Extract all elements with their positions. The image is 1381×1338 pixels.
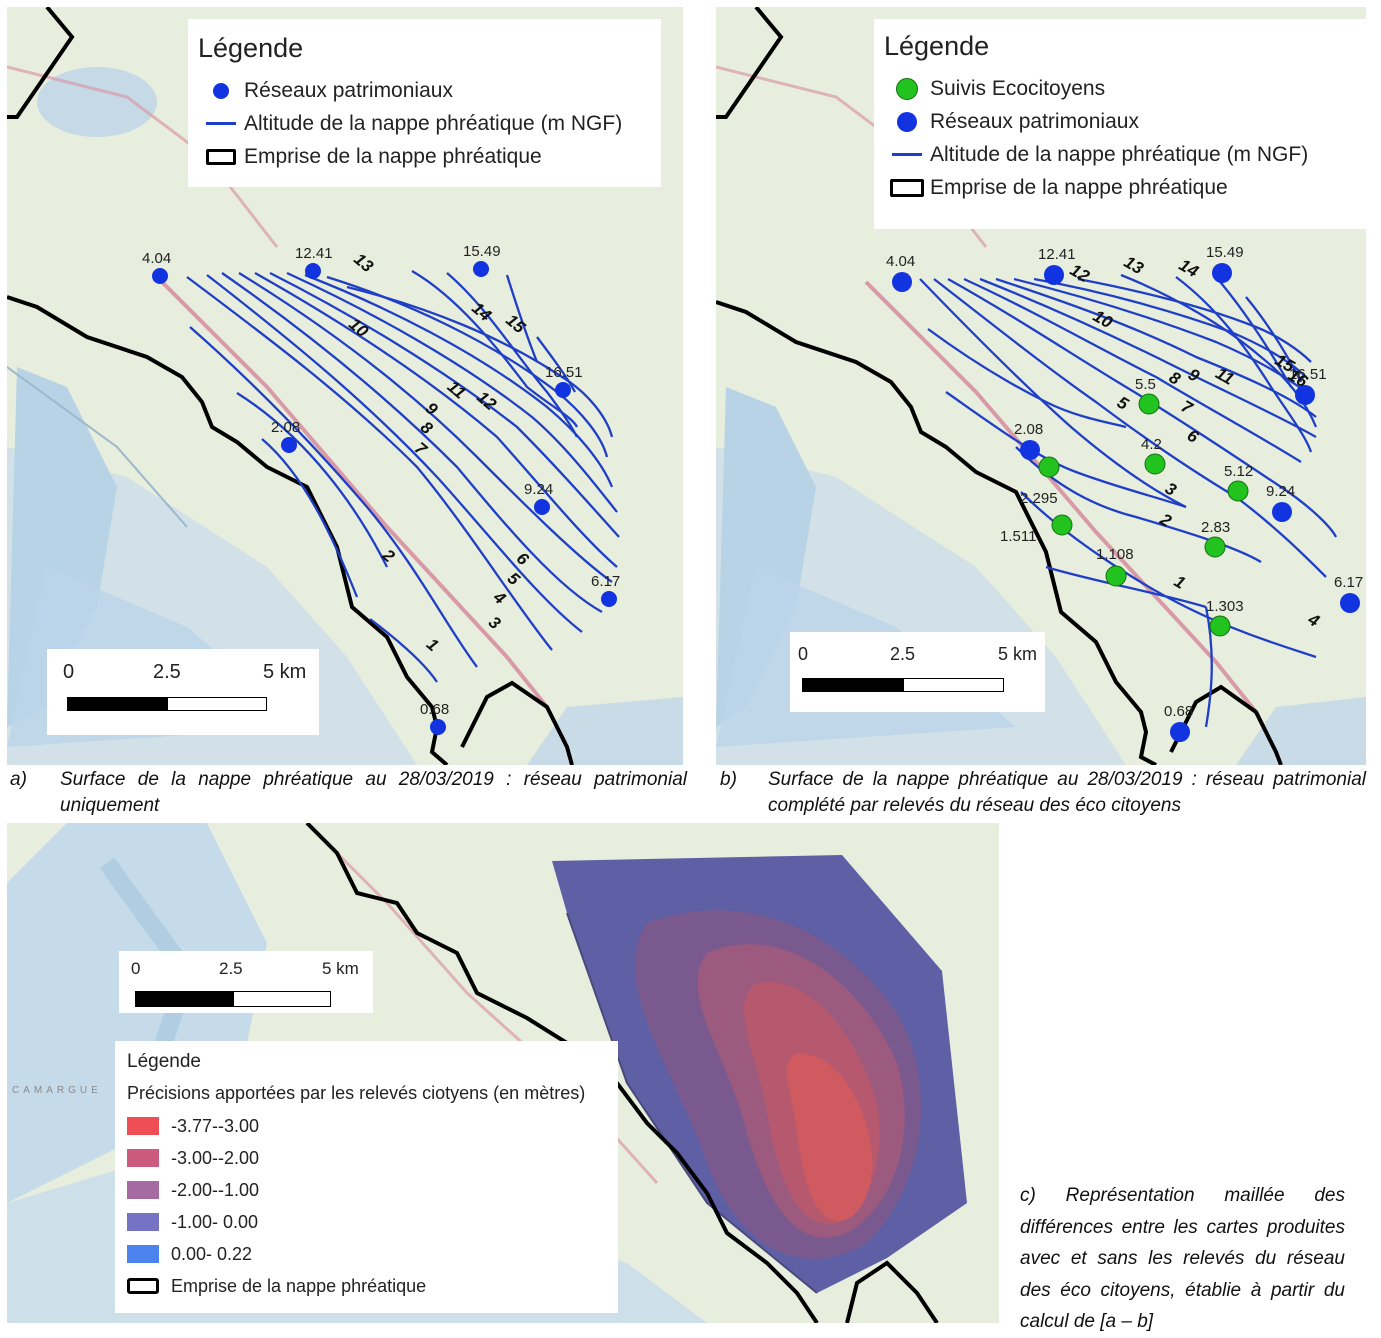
point-value-label: 15.49 bbox=[1206, 244, 1244, 261]
point-value-label: 12.41 bbox=[295, 245, 333, 262]
scale-bar-a: 0 2.5 5 km bbox=[47, 649, 319, 735]
point-value-label: 6.17 bbox=[1334, 574, 1363, 591]
network-point bbox=[534, 499, 550, 515]
ecocitizen-point bbox=[1209, 615, 1231, 637]
point-value-label: 2.08 bbox=[271, 419, 300, 436]
legend-c-class: -2.00--1.00 bbox=[127, 1174, 606, 1206]
ecocitizen-point bbox=[1144, 453, 1166, 475]
color-swatch bbox=[127, 1117, 159, 1135]
point-value-label: 2.08 bbox=[1014, 421, 1043, 438]
color-swatch bbox=[127, 1213, 159, 1231]
ecocitizen-point bbox=[1204, 536, 1226, 558]
color-swatch bbox=[127, 1149, 159, 1167]
network-point bbox=[281, 437, 297, 453]
point-value-label: 12.41 bbox=[1038, 246, 1076, 263]
caption-c: c) Représentation maillée des différence… bbox=[1020, 1185, 1345, 1332]
point-value-label: 6.17 bbox=[591, 573, 620, 590]
legend-c-class: -1.00- 0.00 bbox=[127, 1206, 606, 1238]
legend-c-class-label: 0.00- 0.22 bbox=[171, 1243, 253, 1264]
network-point bbox=[555, 382, 571, 398]
point-value-label: 4.04 bbox=[886, 253, 915, 270]
blue-point-icon bbox=[897, 111, 917, 132]
legend-c-subtitle: Précisions apportées par les relevés cio… bbox=[127, 1083, 586, 1103]
legend-b: Légende Suivis Ecocitoyens Réseaux patri… bbox=[874, 19, 1366, 229]
network-point bbox=[1272, 502, 1292, 522]
point-value-label: 1.108 bbox=[1096, 546, 1134, 563]
network-point bbox=[1020, 440, 1040, 460]
map-panel-c: CAMARGUE 0 2.5 5 km Légende Précisions a… bbox=[7, 823, 999, 1323]
contour-line-icon bbox=[892, 153, 922, 156]
network-point bbox=[1340, 593, 1360, 613]
point-value-label: 0.68 bbox=[420, 701, 449, 718]
ecocitizen-point bbox=[1051, 514, 1073, 536]
network-point bbox=[1212, 263, 1232, 283]
legend-c-class: 0.00- 0.22 bbox=[127, 1238, 606, 1270]
caption-a: a) Surface de la nappe phréatique au 28/… bbox=[10, 769, 687, 816]
point-value-label: 2.295 bbox=[1020, 490, 1058, 507]
boundary-box-icon bbox=[890, 178, 924, 197]
legend-c-class-label: -3.00--2.00 bbox=[171, 1147, 260, 1168]
map-label-camargue: CAMARGUE bbox=[12, 1085, 102, 1096]
network-point bbox=[1044, 265, 1064, 285]
network-point bbox=[1295, 385, 1315, 405]
point-value-label: 9.24 bbox=[1266, 483, 1295, 500]
color-swatch bbox=[127, 1181, 159, 1199]
network-point bbox=[430, 719, 446, 735]
legend-c: Légende Précisions apportées par les rel… bbox=[115, 1041, 618, 1313]
point-value-label: 1.511 bbox=[1000, 528, 1036, 545]
legend-c-item-boundary: Emprise de la nappe phréatique bbox=[127, 1270, 606, 1302]
point-value-label: 9.24 bbox=[524, 481, 553, 498]
blue-point-icon bbox=[213, 82, 229, 99]
point-value-label: 5.5 bbox=[1135, 376, 1156, 393]
legend-a-title: Légende bbox=[198, 33, 304, 63]
groundwater-boundary-a bbox=[7, 7, 574, 765]
color-swatch bbox=[127, 1245, 159, 1263]
point-value-label: 5.12 bbox=[1224, 463, 1253, 480]
network-point bbox=[892, 272, 912, 292]
point-value-label: 1.303 bbox=[1206, 598, 1244, 615]
contour-line-icon bbox=[206, 122, 236, 125]
legend-b-item-network: Réseaux patrimoniaux bbox=[884, 105, 1356, 138]
legend-c-class-label: -1.00- 0.00 bbox=[171, 1211, 259, 1232]
legend-c-title: Légende bbox=[127, 1051, 201, 1072]
legend-a-item-contour: Altitude de la nappe phréatique (m NGF) bbox=[198, 107, 651, 140]
difference-raster bbox=[552, 855, 967, 1294]
point-value-label: 4.04 bbox=[142, 250, 171, 267]
point-value-label: 16.51 bbox=[545, 364, 583, 381]
legend-a-item-boundary: Emprise de la nappe phréatique bbox=[198, 140, 651, 173]
map-panel-b: 4.04 12.41 15.49 16.51 2.08 9.24 6.17 0.68 5.5 4.… bbox=[716, 7, 1366, 765]
point-value-label: 16.51 bbox=[1289, 366, 1327, 383]
ecocitizen-point bbox=[1138, 393, 1160, 415]
ecocitizen-point bbox=[1105, 565, 1127, 587]
boundary-box-icon bbox=[127, 1278, 159, 1294]
network-point bbox=[152, 268, 168, 284]
legend-c-class: -3.77--3.00 bbox=[127, 1110, 606, 1142]
network-point bbox=[1170, 722, 1190, 742]
groundwater-boundary-b bbox=[716, 7, 1283, 765]
legend-b-item-boundary: Emprise de la nappe phréatique bbox=[884, 171, 1356, 204]
scale-bar-c: 0 2.5 5 km bbox=[119, 951, 373, 1013]
point-value-label: 0.68 bbox=[1164, 703, 1193, 720]
boundary-box-icon bbox=[206, 148, 236, 165]
legend-b-title: Légende bbox=[884, 31, 990, 61]
network-point bbox=[473, 261, 489, 277]
legend-a: Légende Réseaux patrimoniaux Altitude de… bbox=[188, 19, 661, 187]
caption-b: b) Surface de la nappe phréatique au 28/… bbox=[720, 769, 1366, 816]
legend-a-item-network: Réseaux patrimoniaux bbox=[198, 74, 651, 107]
network-point bbox=[305, 263, 321, 279]
legend-b-item-contour: Altitude de la nappe phréatique (m NGF) bbox=[884, 138, 1356, 171]
point-value-label: 2.83 bbox=[1201, 519, 1230, 536]
ecocitizen-point bbox=[1038, 456, 1060, 478]
ecocitizen-point bbox=[1227, 480, 1249, 502]
network-point bbox=[601, 591, 617, 607]
green-point-icon bbox=[896, 77, 918, 100]
legend-c-class-label: -3.77--3.00 bbox=[171, 1115, 260, 1136]
point-value-label: 4.2 bbox=[1141, 436, 1162, 453]
scale-bar-b: 0 2.5 5 km bbox=[790, 632, 1045, 712]
legend-c-class: -3.00--2.00 bbox=[127, 1142, 606, 1174]
legend-c-class-label: -2.00--1.00 bbox=[171, 1179, 260, 1200]
legend-b-item-ecocitizen: Suivis Ecocitoyens bbox=[884, 72, 1356, 105]
point-value-label: 15.49 bbox=[463, 243, 501, 260]
